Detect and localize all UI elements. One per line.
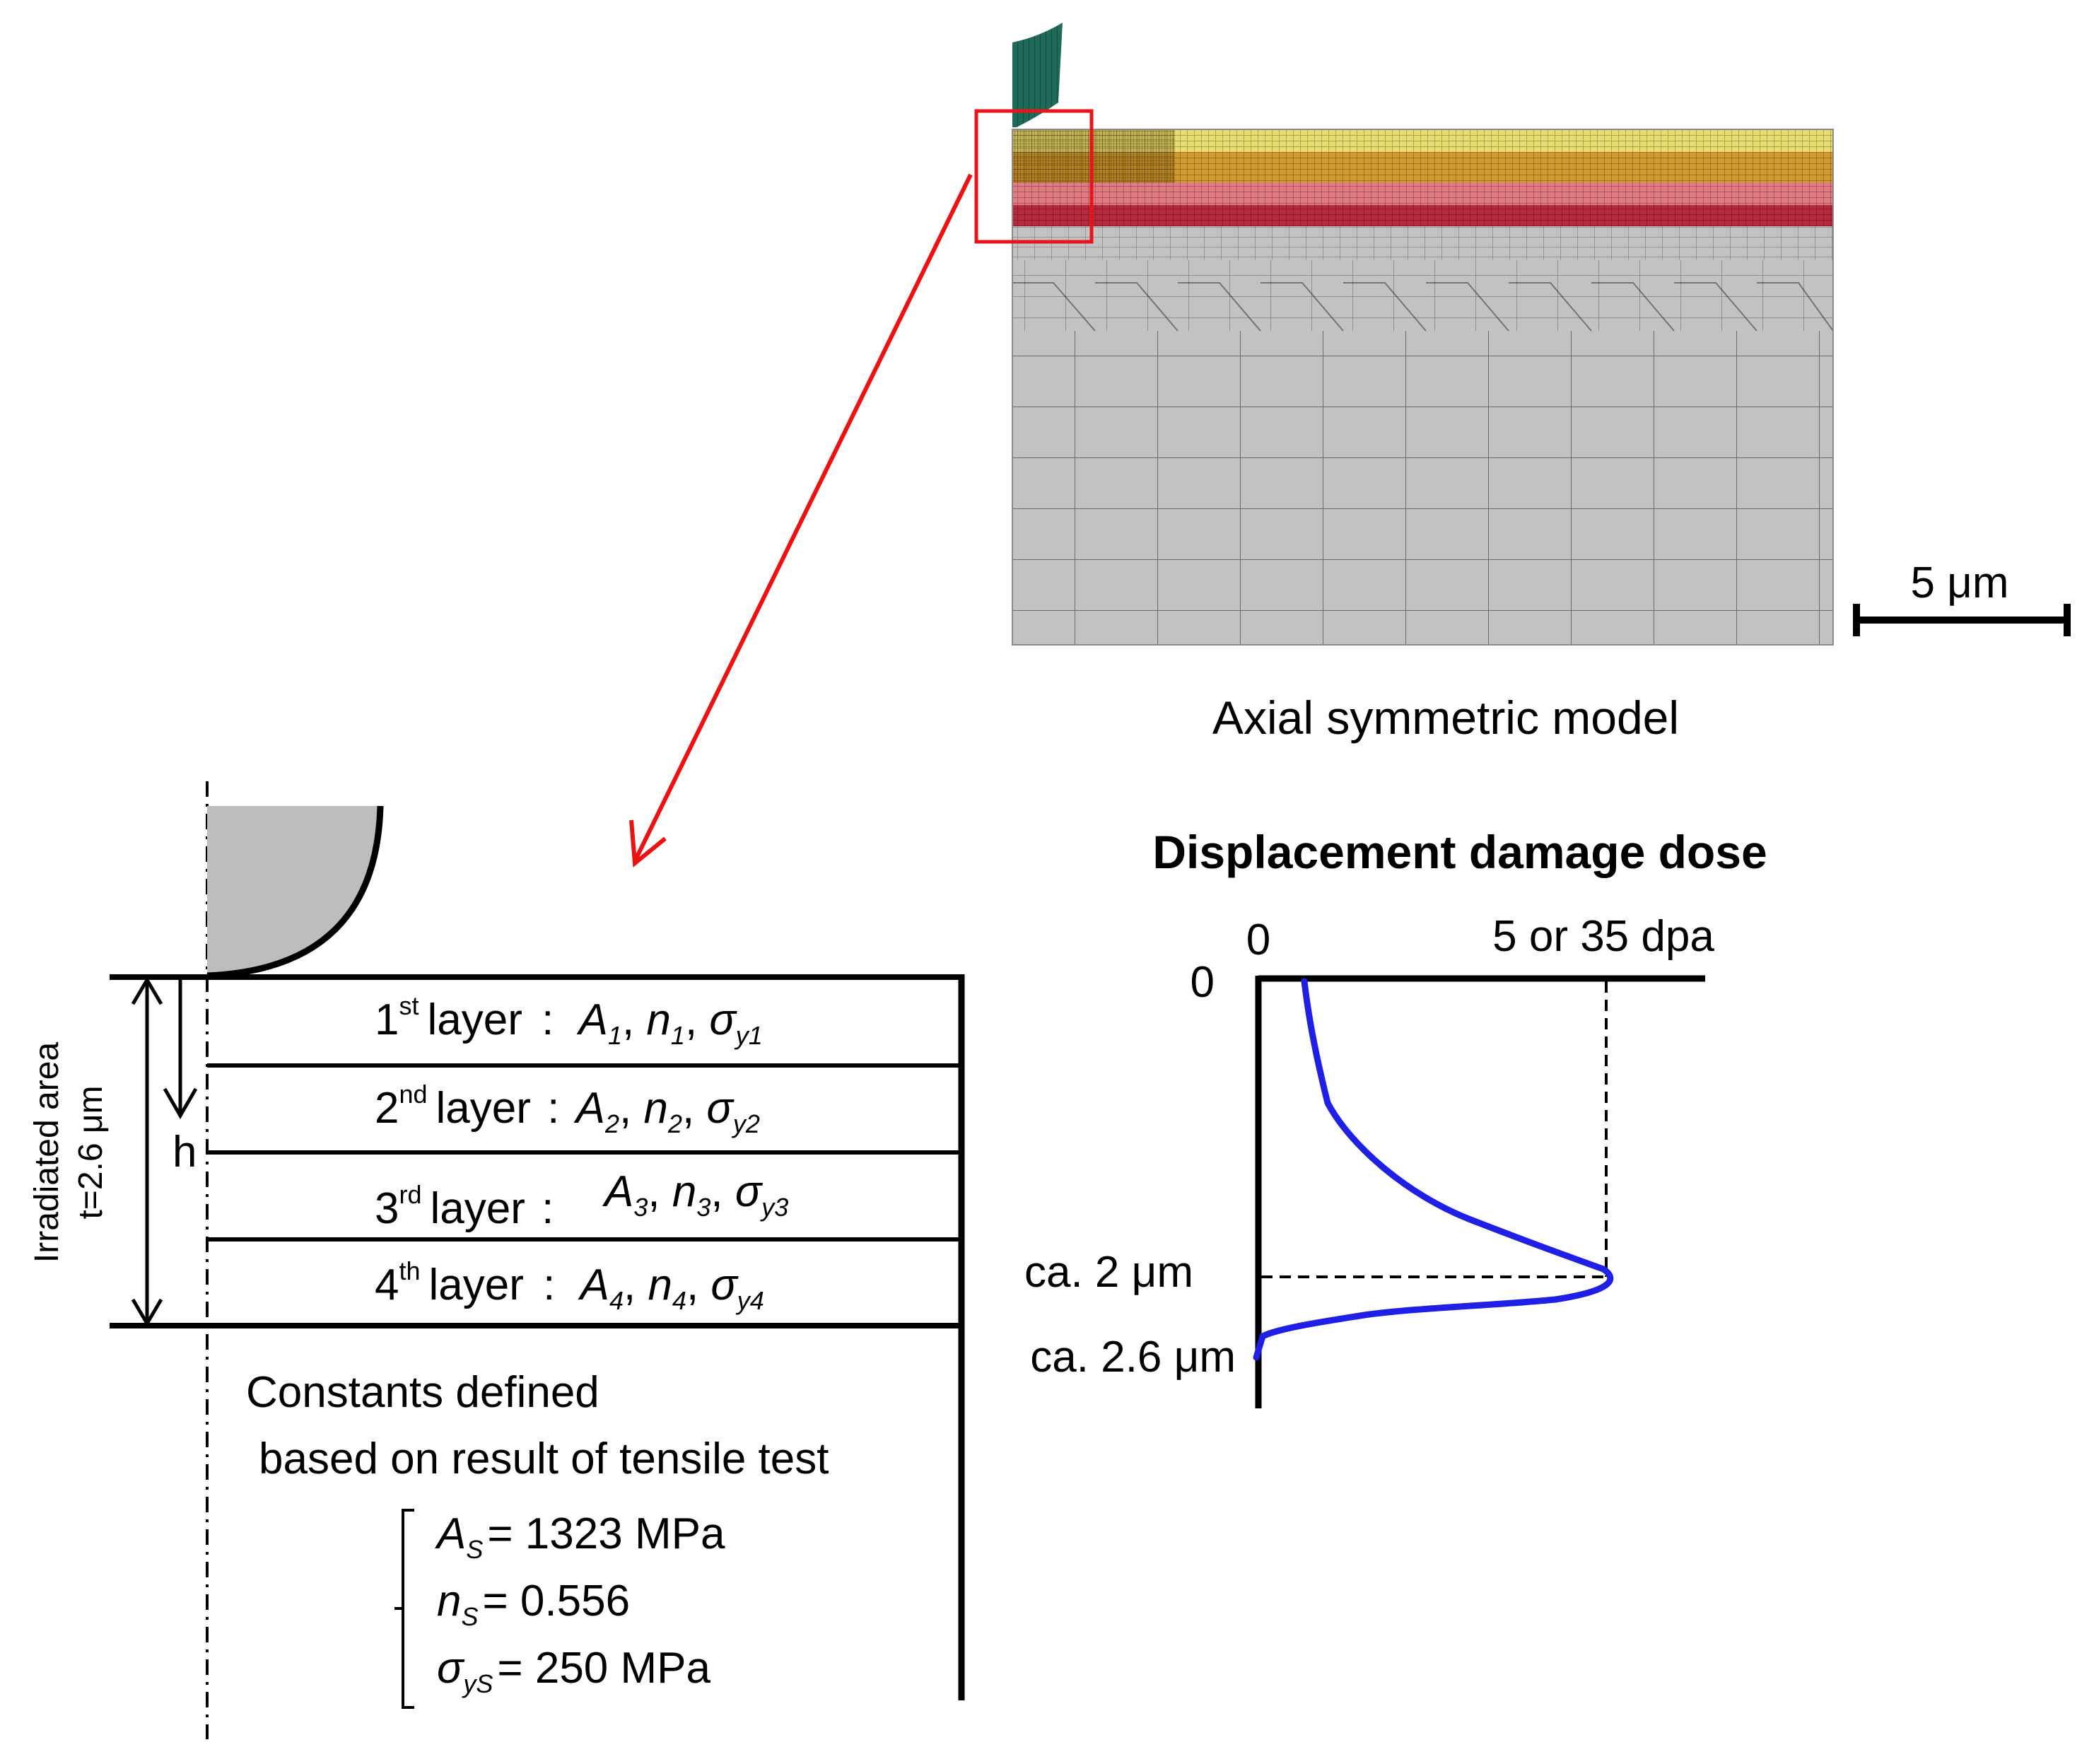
constant-sigma: σyS= 250 MPa — [437, 1644, 711, 1698]
dose-peak-depth-label: ca. 2 μm — [1024, 1248, 1193, 1297]
dose-end-depth-label: ca. 2.6 μm — [1030, 1333, 1236, 1382]
depth-arrow — [163, 980, 198, 1119]
scale-bar-label: 5 μm — [1910, 559, 2008, 607]
model-title: Axial symmetric model — [1212, 691, 1679, 744]
zoom-highlight-box — [974, 109, 1094, 244]
constants-heading-1: Constants defined — [246, 1368, 599, 1417]
constant-A: AS= 1323 MPa — [434, 1509, 725, 1564]
constants-bracket — [394, 1509, 414, 1709]
mesh-transition-lines — [1012, 282, 1834, 332]
constant-n: nS= 0.556 — [437, 1577, 630, 1631]
irradiated-area-line2: t=2.6 μm — [72, 1085, 110, 1219]
dose-curve — [1253, 978, 1614, 1361]
thickness-dimension-arrow — [131, 976, 163, 1327]
svg-text:A3, n3, σy3: A3, n3, σy3 — [602, 1167, 788, 1222]
zoom-arrow — [629, 173, 973, 868]
dose-profile: Displacement damage dose 0 5 or 35 dpa 0… — [1024, 826, 1767, 1408]
fe-mesh-model — [974, 23, 1834, 646]
irradiated-area-label: Irradiated area t=2.6 μm — [28, 1042, 110, 1263]
dose-x-min-label: 0 — [1246, 916, 1270, 964]
dose-y-zero-label: 0 — [1191, 958, 1215, 1007]
depth-label: h — [172, 1128, 197, 1176]
indenter-tip — [207, 806, 380, 976]
dose-title: Displacement damage dose — [1152, 826, 1767, 878]
irradiated-area-line1: Irradiated area — [28, 1042, 66, 1263]
dose-x-max-label: 5 or 35 dpa — [1492, 912, 1714, 961]
scale-bar: 5 μm — [1853, 559, 2071, 636]
constants-heading-2: based on result of tensile test — [259, 1435, 829, 1483]
indenter-tip-mesh — [1012, 23, 1097, 134]
